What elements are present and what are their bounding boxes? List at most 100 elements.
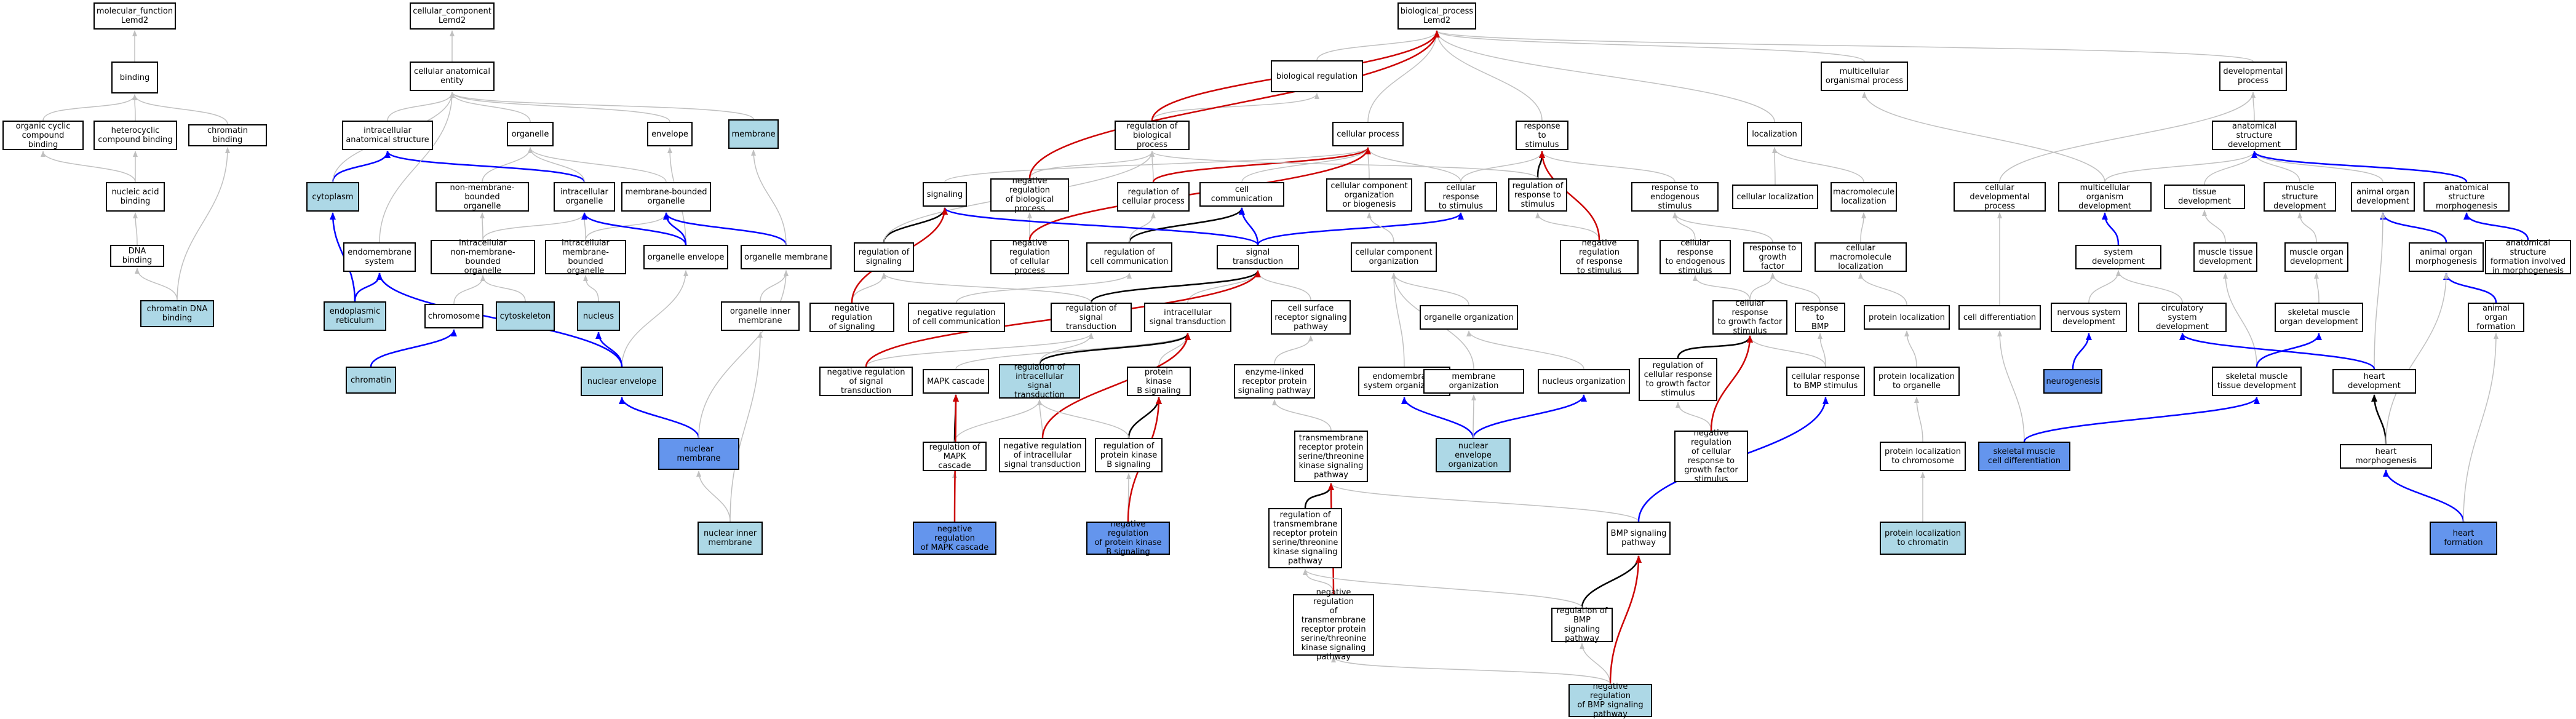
node-animal-organ-formation[interactable]: animal organ formation bbox=[2468, 303, 2524, 332]
node-envelope[interactable]: envelope bbox=[647, 122, 693, 146]
node-tissue-development[interactable]: tissue development bbox=[2164, 185, 2245, 209]
node-regulation-of-signal-transduction[interactable]: regulation of signal transduction bbox=[1051, 303, 1132, 332]
node-cellular-component-organization[interactable]: cellular component organization bbox=[1351, 242, 1437, 272]
node-protein-localization-to-organelle[interactable]: protein localization to organelle bbox=[1874, 367, 1960, 396]
node-negative-regulation-of-cellular-response-to-growth-factor-stimulus[interactable]: negative regulation of cellular response… bbox=[1674, 429, 1748, 484]
node-cell-communication[interactable]: cell communication bbox=[1199, 182, 1284, 207]
node-membrane[interactable]: membrane bbox=[728, 119, 779, 149]
node-negative-regulation-of-biological-process[interactable]: negative regulation of biological proces… bbox=[990, 177, 1069, 213]
node-multicellular-organismal-process[interactable]: multicellular organismal process bbox=[1821, 62, 1908, 91]
node-chromatin[interactable]: chromatin bbox=[346, 367, 396, 394]
node-skeletal-muscle-tissue-development[interactable]: skeletal muscle tissue development bbox=[2212, 367, 2302, 396]
node-negative-regulation-of-signal-transduction[interactable]: negative regulation of signal transducti… bbox=[819, 367, 913, 396]
node-regulation-of-signaling[interactable]: regulation of signaling bbox=[854, 242, 914, 272]
node-regulation-of-cellular-response-to-growth-factor-stimulus[interactable]: regulation of cellular response to growt… bbox=[1639, 358, 1717, 401]
node-non-membrane-bounded-organelle[interactable]: non-membrane-bounded organelle bbox=[435, 182, 529, 212]
node-response-to-stimulus[interactable]: response to stimulus bbox=[1516, 121, 1568, 150]
node-regulation-of-protein-kinase-b-signaling[interactable]: regulation of protein kinase B signaling bbox=[1095, 438, 1163, 472]
node-response-to-bmp[interactable]: response to BMP bbox=[1795, 303, 1845, 332]
node-muscle-structure-development[interactable]: muscle structure development bbox=[2264, 182, 2336, 212]
node-signal-transduction[interactable]: signal transduction bbox=[1217, 245, 1299, 269]
node-anatomical-structure-development[interactable]: anatomical structure development bbox=[2212, 121, 2297, 150]
node-intracellular-organelle[interactable]: intracellular organelle bbox=[554, 182, 615, 212]
node-negative-regulation-of-intracellular-signal-transduction[interactable]: negative regulation of intracellular sig… bbox=[999, 438, 1086, 472]
node-protein-localization-to-chromosome[interactable]: protein localization to chromosome bbox=[1880, 442, 1966, 471]
node-transmembrane-receptor-protein-serine-threonine-kinase-signaling-pathway[interactable]: transmembrane receptor protein serine/th… bbox=[1294, 431, 1368, 482]
node-cytoplasm[interactable]: cytoplasm bbox=[306, 182, 359, 212]
node-nucleus[interactable]: nucleus bbox=[577, 301, 620, 331]
node-muscle-organ-development[interactable]: muscle organ development bbox=[2284, 242, 2348, 272]
node-molecular-function[interactable]: molecular_function Lemd2 bbox=[93, 2, 176, 30]
node-response-to-endogenous-stimulus[interactable]: response to endogenous stimulus bbox=[1631, 182, 1719, 212]
node-neurogenesis[interactable]: neurogenesis bbox=[2043, 369, 2102, 394]
node-membrane-bounded-organelle[interactable]: membrane-bounded organelle bbox=[621, 182, 711, 212]
node-cellular-component[interactable]: cellular_component Lemd2 bbox=[410, 2, 495, 30]
node-nuclear-envelope-organization[interactable]: nuclear envelope organization bbox=[1436, 438, 1511, 472]
node-chromatin-dna-binding[interactable]: chromatin DNA binding bbox=[140, 300, 214, 327]
node-negative-regulation-of-cell-communication[interactable]: negative regulation of cell communicatio… bbox=[908, 303, 1005, 332]
node-signaling[interactable]: signaling bbox=[923, 182, 967, 207]
node-heart-development[interactable]: heart development bbox=[2332, 369, 2416, 394]
node-bmp-signaling-pathway[interactable]: BMP signaling pathway bbox=[1607, 522, 1671, 555]
node-negative-regulation-of-response-to-stimulus[interactable]: negative regulation of response to stimu… bbox=[1560, 239, 1639, 276]
node-organelle-envelope[interactable]: organelle envelope bbox=[643, 245, 728, 269]
node-nuclear-envelope[interactable]: nuclear envelope bbox=[581, 367, 663, 396]
node-intracellular-signal-transduction[interactable]: intracellular signal transduction bbox=[1144, 303, 1231, 332]
node-cellular-macromolecule-localization[interactable]: cellular macromolecule localization bbox=[1815, 242, 1907, 272]
node-endomembrane-system[interactable]: endomembrane system bbox=[343, 242, 416, 272]
node-nucleic-acid-binding[interactable]: nucleic acid binding bbox=[106, 182, 165, 212]
node-cellular-response-to-endogenous-stimulus[interactable]: cellular response to endogenous stimulus bbox=[1660, 239, 1731, 276]
node-mapk-cascade[interactable]: MAPK cascade bbox=[923, 369, 989, 394]
node-organelle-inner-membrane[interactable]: organelle inner membrane bbox=[721, 301, 800, 331]
node-nucleus-organization[interactable]: nucleus organization bbox=[1538, 369, 1630, 394]
node-cellular-component-organization-or-biogenesis[interactable]: cellular component organization or bioge… bbox=[1326, 178, 1412, 212]
node-macromolecule-localization[interactable]: macromolecule localization bbox=[1831, 182, 1897, 212]
node-muscle-tissue-development[interactable]: muscle tissue development bbox=[2193, 242, 2257, 272]
node-biological-process[interactable]: biological_process Lemd2 bbox=[1397, 2, 1476, 30]
node-intracellular-anatomical-structure[interactable]: intracellular anatomical structure bbox=[342, 121, 433, 150]
node-protein-kinase-b-signaling[interactable]: protein kinase B signaling bbox=[1127, 367, 1191, 396]
node-animal-organ-development[interactable]: animal organ development bbox=[2351, 182, 2415, 212]
node-multicellular-organism-development[interactable]: multicellular organism development bbox=[2058, 182, 2152, 212]
node-regulation-of-intracellular-signal-transduction[interactable]: regulation of intracellular signal trans… bbox=[999, 363, 1080, 400]
node-cell-surface-receptor-signaling-pathway[interactable]: cell surface receptor signaling pathway bbox=[1271, 300, 1351, 335]
node-negative-regulation-of-transmembrane-receptor-protein-serine-threonine-kinase-signaling-pathway[interactable]: negative regulation of transmembrane rec… bbox=[1293, 588, 1374, 662]
node-negative-regulation-of-signaling[interactable]: negative regulation of signaling bbox=[809, 303, 894, 332]
node-protein-localization-to-chromatin[interactable]: protein localization to chromatin bbox=[1880, 522, 1966, 555]
node-regulation-of-bmp-signaling-pathway[interactable]: regulation of BMP signaling pathway bbox=[1551, 606, 1613, 643]
node-cellular-process[interactable]: cellular process bbox=[1332, 122, 1404, 146]
node-organelle-organization[interactable]: organelle organization bbox=[1420, 305, 1518, 330]
node-heart-formation[interactable]: heart formation bbox=[2430, 522, 2497, 555]
node-regulation-of-cell-communication[interactable]: regulation of cell communication bbox=[1086, 242, 1172, 272]
node-negative-regulation-of-bmp-signaling-pathway[interactable]: negative regulation of BMP signaling pat… bbox=[1568, 682, 1652, 719]
node-chromatin-binding[interactable]: chromatin binding bbox=[188, 124, 267, 146]
node-system-development[interactable]: system development bbox=[2075, 245, 2161, 269]
node-circulatory-system-development[interactable]: circulatory system development bbox=[2138, 303, 2227, 332]
node-regulation-of-transmembrane-receptor-protein-serine-threonine-kinase-signaling-pathway[interactable]: regulation of transmembrane receptor pro… bbox=[1268, 508, 1342, 568]
node-skeletal-muscle-cell-differentiation[interactable]: skeletal muscle cell differentiation bbox=[1978, 442, 2070, 471]
node-organic-cyclic-compound-binding[interactable]: organic cyclic compound binding bbox=[2, 121, 84, 150]
node-anatomical-structure-morphogenesis[interactable]: anatomical structure morphogenesis bbox=[2423, 182, 2510, 212]
node-nervous-system-development[interactable]: nervous system development bbox=[2051, 303, 2127, 332]
node-organelle[interactable]: organelle bbox=[507, 122, 554, 146]
node-intracellular-non-membrane-bounded-organelle[interactable]: intracellular non-membrane-bounded organ… bbox=[431, 239, 535, 276]
node-cellular-response-to-growth-factor-stimulus[interactable]: cellular response to growth factor stimu… bbox=[1712, 299, 1787, 336]
node-heart-morphogenesis[interactable]: heart morphogenesis bbox=[2340, 444, 2432, 469]
node-cellular-response-to-stimulus[interactable]: cellular response to stimulus bbox=[1425, 182, 1497, 212]
node-cellular-localization[interactable]: cellular localization bbox=[1732, 185, 1818, 209]
node-regulation-of-biological-process[interactable]: regulation of biological process bbox=[1115, 121, 1190, 150]
node-intracellular-membrane-bounded-organelle[interactable]: intracellular membrane-bounded organelle bbox=[545, 239, 626, 276]
node-regulation-of-cellular-process[interactable]: regulation of cellular process bbox=[1117, 182, 1190, 212]
node-endoplasmic-reticulum[interactable]: endoplasmic reticulum bbox=[324, 301, 386, 331]
node-chromosome[interactable]: chromosome bbox=[424, 304, 483, 328]
node-regulation-of-response-to-stimulus[interactable]: regulation of response to stimulus bbox=[1508, 178, 1567, 212]
node-developmental-process[interactable]: developmental process bbox=[2219, 62, 2287, 91]
node-cellular-developmental-process[interactable]: cellular developmental process bbox=[1954, 182, 2046, 212]
node-organelle-membrane[interactable]: organelle membrane bbox=[741, 245, 832, 269]
node-response-to-growth-factor[interactable]: response to growth factor bbox=[1743, 242, 1802, 272]
node-regulation-of-mapk-cascade[interactable]: regulation of MAPK cascade bbox=[923, 442, 987, 471]
node-localization[interactable]: localization bbox=[1747, 122, 1802, 146]
node-cytoskeleton[interactable]: cytoskeleton bbox=[496, 301, 555, 331]
node-protein-localization[interactable]: protein localization bbox=[1864, 305, 1950, 330]
node-anatomical-structure-formation-involved-in-morphogenesis[interactable]: anatomical structure formation involved … bbox=[2485, 239, 2571, 276]
